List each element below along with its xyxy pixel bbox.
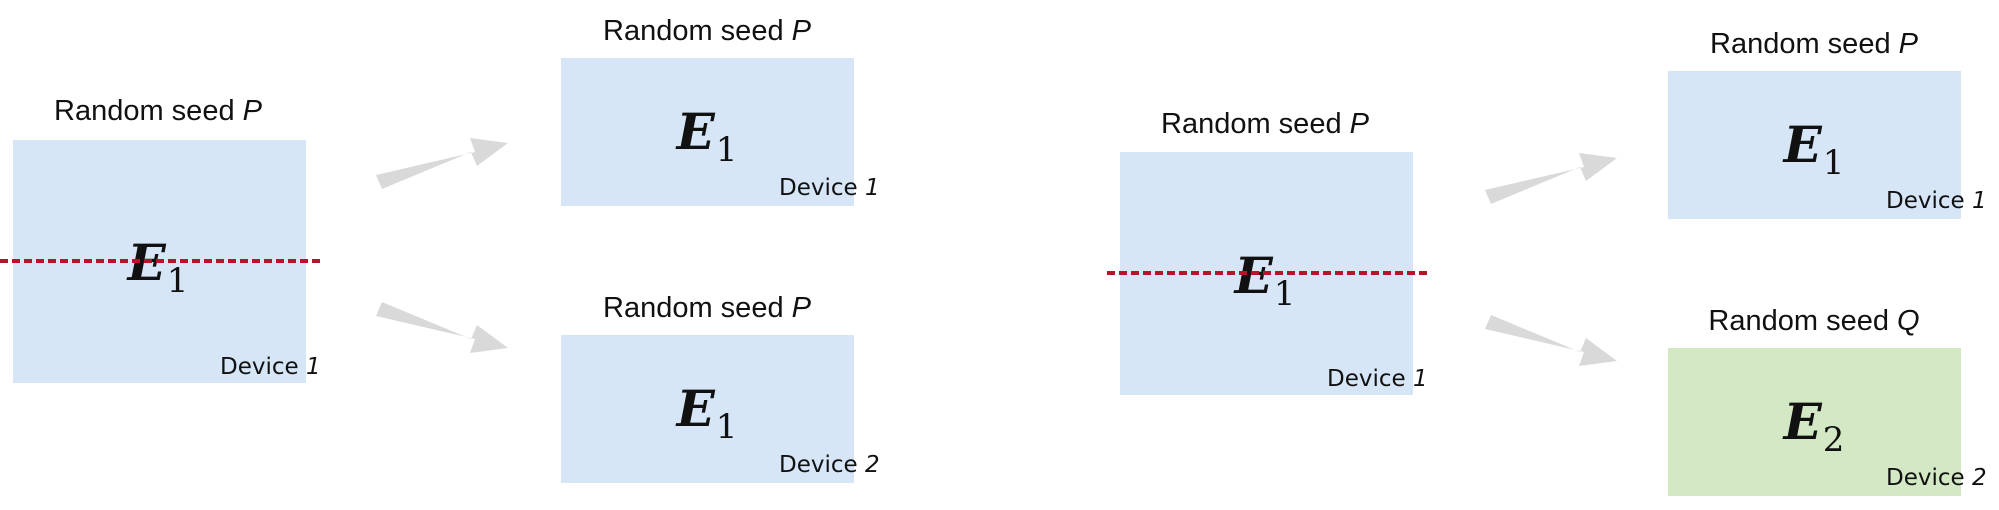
right-target-bottom-seed-label: Random seed Q — [1708, 305, 1920, 337]
right-source-embedding-label: E1 — [1234, 246, 1296, 314]
right-target-top-embedding-box — [1668, 71, 1961, 219]
right-target-top-device-label: Device 1 — [1886, 188, 1987, 214]
left-target-bottom-device-label: Device 2 — [779, 452, 880, 478]
left-target-top-seed-label: Random seed P — [603, 15, 811, 47]
arrow-right-down — [1485, 315, 1617, 366]
left-target-bottom-embedding-box — [561, 335, 854, 483]
left-target-top-embedding-label: E1 — [676, 102, 738, 170]
left-source-embedding-label: E1 — [127, 233, 189, 301]
left-split-dashed-line — [0, 259, 320, 263]
left-source-device-label: Device 1 — [220, 354, 321, 380]
arrow-left-down — [376, 302, 508, 353]
right-target-top-seed-label: Random seed P — [1710, 28, 1918, 60]
left-source-seed-label: Random seed P — [54, 95, 262, 127]
arrow-left-up — [376, 138, 508, 189]
right-target-bottom-embedding-label: E2 — [1783, 392, 1845, 460]
right-source-seed-label: Random seed P — [1161, 108, 1369, 140]
arrow-right-up — [1485, 153, 1617, 204]
left-target-top-embedding-box — [561, 58, 854, 206]
right-target-top-embedding-label: E1 — [1783, 115, 1845, 183]
right-target-bottom-embedding-box — [1668, 348, 1961, 496]
left-target-top-device-label: Device 1 — [779, 175, 880, 201]
left-target-bottom-embedding-label: E1 — [676, 379, 738, 447]
right-target-bottom-device-label: Device 2 — [1886, 465, 1987, 491]
right-split-dashed-line — [1107, 271, 1427, 275]
left-target-bottom-seed-label: Random seed P — [603, 292, 811, 324]
right-source-device-label: Device 1 — [1327, 366, 1428, 392]
